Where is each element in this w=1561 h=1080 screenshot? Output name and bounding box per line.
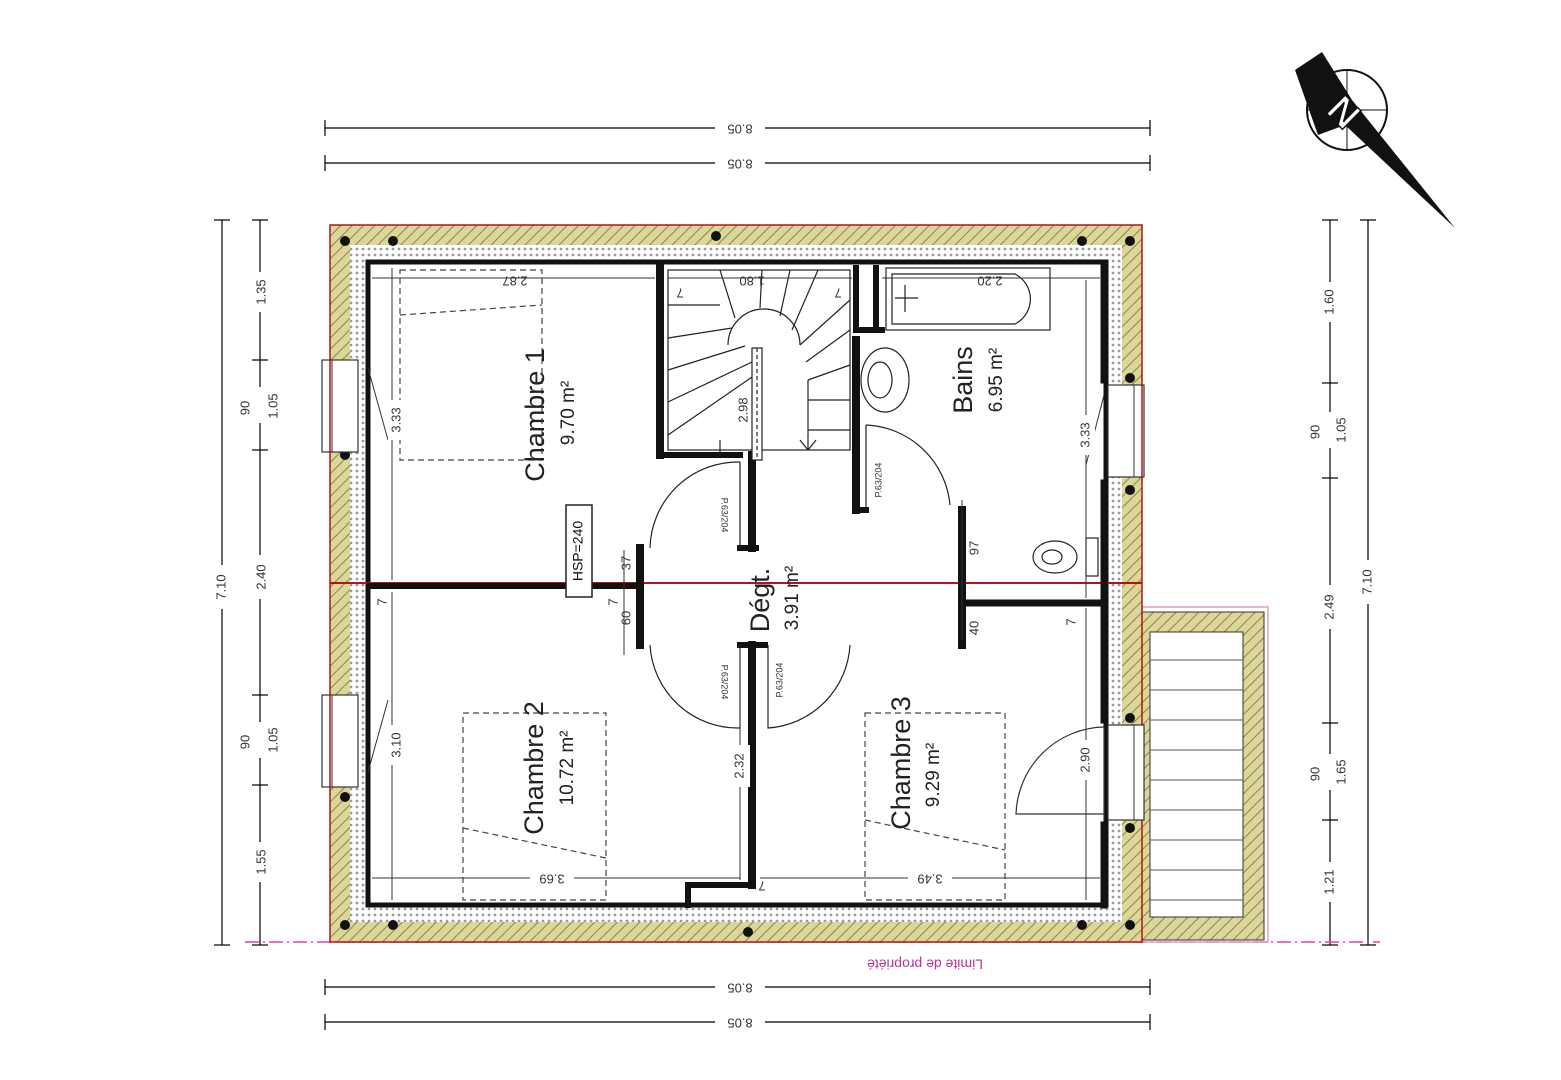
north-arrow-icon: N	[1295, 52, 1455, 228]
dim-mark-7a: 7	[374, 598, 389, 605]
room-chambre-3-name: Chambre 3	[886, 696, 916, 830]
dim-mark-7d: 7	[758, 879, 765, 894]
dim-bottom-2: 8.05	[727, 1016, 752, 1031]
balcony-door	[1015, 724, 1145, 821]
dim-right-seg-3: 2.49	[1321, 594, 1336, 619]
room-chambre-3: Chambre 3 9.29 m²	[886, 696, 944, 830]
dim-left-window-1: 90	[237, 401, 252, 415]
dim-right-seg-4: 1.65	[1333, 759, 1348, 784]
dim-bath-height: 3.33	[1077, 422, 1092, 447]
dim-right-window-2: 90	[1307, 767, 1322, 781]
room-chambre-1-area: 9.70 m²	[558, 381, 579, 445]
room-bains-area: 6.95 m²	[986, 348, 1007, 412]
room-chambre-2: Chambre 2 10.72 m²	[519, 701, 578, 835]
dim-left-seg-3: 2.40	[253, 564, 268, 589]
dim-mark-7c: 7	[1063, 618, 1078, 625]
room-degt-name: Dégt.	[745, 568, 775, 633]
dim-ch1-width: 2.87	[502, 274, 527, 289]
dim-door-40: 40	[966, 621, 981, 635]
room-chambre-2-name: Chambre 2	[519, 701, 549, 835]
dim-left-seg-5: 1.55	[253, 849, 268, 874]
doors	[649, 424, 951, 729]
dim-left-seg-4: 1.05	[265, 727, 280, 752]
dim-right-seg-1: 1.60	[1321, 289, 1336, 314]
staircase	[667, 269, 851, 461]
room-bains: Bains 6.95 m²	[948, 346, 1007, 414]
bathtub	[885, 267, 1051, 331]
dim-left-seg-1: 1.35	[253, 279, 268, 304]
window-left-top	[321, 359, 389, 453]
property-limit-label: Limite de propriété	[867, 956, 983, 972]
dim-ch3-width: 3.49	[917, 872, 942, 887]
hsp-label: HSP=240	[565, 504, 593, 598]
room-chambre-2-area: 10.72 m²	[557, 731, 578, 806]
dim-ch2-width: 3.69	[539, 872, 564, 887]
dim-stair-width: 1.80	[739, 274, 764, 289]
dim-bath-width: 2.20	[977, 274, 1002, 289]
door-label-2: P.63/204	[873, 463, 883, 498]
door-label-3: P.63/204	[720, 665, 730, 700]
dim-mark-7f: 7	[834, 286, 841, 301]
dim-top-1: 8.05	[727, 122, 752, 137]
dim-ch3-height: 2.90	[1077, 747, 1092, 772]
room-bains-name: Bains	[948, 346, 978, 414]
dim-left-total: 7.10	[213, 574, 228, 599]
room-chambre-1-name: Chambre 1	[520, 348, 550, 482]
door-label-4: P.63/204	[774, 663, 784, 698]
dim-left-seg-2: 1.05	[265, 393, 280, 418]
room-chambre-3-area: 9.29 m²	[923, 743, 944, 807]
dim-door-97: 97	[966, 541, 981, 555]
dim-corridor-height: 2.32	[731, 753, 746, 778]
dim-ch1-height: 3.33	[388, 407, 403, 432]
hsp-text: HSP=240	[570, 521, 586, 582]
door-label-1: P.63/204	[720, 498, 730, 533]
dim-right-window-1: 90	[1307, 425, 1322, 439]
dim-top-2: 8.05	[727, 157, 752, 172]
dim-mark-7b: 7	[605, 598, 620, 605]
dim-right-total: 7.10	[1359, 569, 1374, 594]
balcony	[1141, 606, 1269, 943]
washbasin	[860, 347, 910, 413]
dim-degt-37: 37	[618, 556, 633, 570]
beds	[399, 269, 1006, 901]
room-degt: Dégt. 3.91 m²	[745, 566, 803, 632]
dim-ch2-height: 3.10	[388, 732, 403, 757]
toilet	[1032, 537, 1099, 577]
dim-bottom-1: 8.05	[727, 981, 752, 996]
window-left-bottom	[321, 694, 389, 788]
dim-right-seg-5: 1.21	[1321, 869, 1336, 894]
dim-degt-60: 60	[618, 611, 633, 625]
room-degt-area: 3.91 m²	[782, 566, 803, 630]
room-chambre-1: Chambre 1 9.70 m²	[520, 348, 579, 482]
dim-stair-height: 2.98	[735, 397, 750, 422]
dim-left-window-2: 90	[237, 735, 252, 749]
dim-mark-7e: 7	[676, 286, 683, 301]
dim-right-seg-2: 1.05	[1333, 417, 1348, 442]
